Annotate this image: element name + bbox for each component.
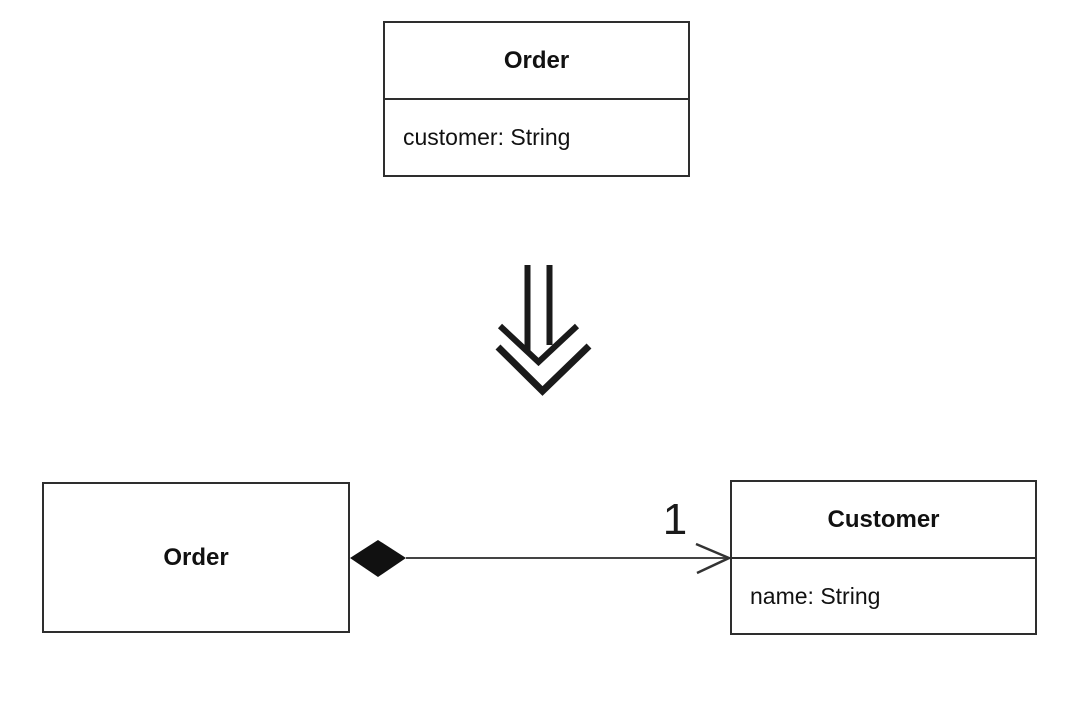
before-order-class-box: Order customer: String [383,21,690,177]
after-customer-attribute: name: String [750,582,881,609]
composition-diamond-icon [350,540,406,577]
after-customer-class-name: Customer [732,482,1035,559]
before-order-class-name: Order [385,23,688,100]
before-order-attribute: customer: String [403,124,571,150]
transform-double-down-arrow-icon [495,265,592,396]
after-order-class-box: Order [42,482,350,633]
open-arrowhead-icon [695,542,733,575]
association-multiplicity-label: 1 [662,495,688,544]
after-customer-class-box: Customer name: String [730,480,1037,635]
